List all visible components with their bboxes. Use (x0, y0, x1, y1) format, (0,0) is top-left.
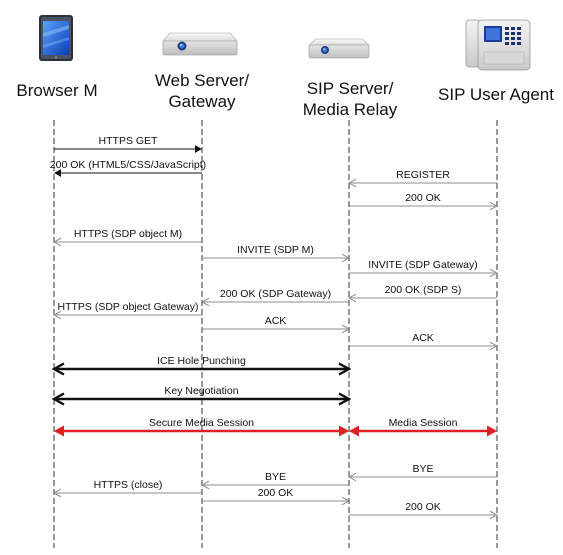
message-arrow: Secure Media Session (54, 417, 349, 437)
message-label: INVITE (SDP M) (237, 244, 314, 256)
arrowhead (347, 178, 357, 188)
arrowhead (200, 480, 210, 490)
message-label: BYE (412, 463, 433, 475)
message-arrow: Media Session (349, 417, 497, 437)
arrowhead (347, 472, 357, 482)
message-arrow: 200 OK (349, 501, 499, 520)
message-arrow: HTTPS (SDP object Gateway) (52, 301, 202, 320)
arrowhead (200, 297, 210, 307)
server-box-icon (162, 32, 238, 56)
message-label: BYE (265, 471, 286, 483)
arrowhead (54, 169, 61, 177)
message-label: 200 OK (405, 192, 441, 204)
arrowhead (341, 324, 351, 334)
message-arrow: 200 OK (202, 487, 351, 506)
message-arrow: BYE (347, 463, 497, 482)
message-arrow: HTTPS (close) (52, 479, 202, 498)
message-arrow: ICE Hole Punching (51, 355, 352, 376)
arrowhead (52, 237, 62, 247)
arrowhead (349, 425, 359, 437)
arrowhead (487, 425, 497, 437)
participant-label-sip-user-agent: SIP User Agent (438, 85, 554, 104)
message-label: HTTPS (close) (94, 479, 163, 491)
message-arrow: 200 OK (SDP S) (347, 284, 497, 303)
message-label: HTTPS (SDP object M) (74, 228, 182, 240)
arrowhead (489, 268, 499, 278)
message-label: 200 OK (405, 501, 441, 513)
arrowhead (489, 341, 499, 351)
message-arrow: INVITE (SDP Gateway) (349, 259, 499, 278)
arrowhead (489, 201, 499, 211)
arrowhead (341, 496, 351, 506)
message-label: 200 OK (HTML5/CSS/JavaScript) (50, 159, 206, 171)
message-label: Key Negotiation (164, 385, 238, 397)
message-arrow: 200 OK (SDP Gateway) (200, 288, 349, 307)
message-label: 200 OK (SDP S) (385, 284, 462, 296)
arrowhead (54, 425, 64, 437)
message-arrow: REGISTER (347, 169, 497, 188)
message-label: ACK (265, 315, 287, 327)
arrowhead (338, 362, 352, 376)
participant-label-sip-server: SIP Server/ Media Relay (302, 79, 398, 119)
arrowhead (52, 310, 62, 320)
message-arrow: Key Negotiation (51, 385, 352, 406)
arrowhead (339, 425, 349, 437)
message-arrow: INVITE (SDP M) (202, 244, 351, 263)
tablet-icon (39, 15, 73, 61)
message-label: HTTPS GET (99, 135, 159, 147)
desk-phone-icon (465, 19, 531, 71)
message-arrow: 200 OK (HTML5/CSS/JavaScript) (50, 159, 206, 177)
message-label: 200 OK (258, 487, 294, 499)
arrowhead (489, 510, 499, 520)
message-label: 200 OK (SDP Gateway) (220, 288, 331, 300)
arrowhead (52, 488, 62, 498)
arrowhead (51, 362, 65, 376)
server-box-icon (307, 38, 371, 59)
message-label: INVITE (SDP Gateway) (368, 259, 478, 271)
message-label: ICE Hole Punching (157, 355, 246, 367)
arrowhead (195, 145, 202, 153)
message-arrow: 200 OK (349, 192, 499, 211)
arrowhead (51, 392, 65, 406)
arrowhead (347, 293, 357, 303)
message-label: HTTPS (SDP object Gateway) (57, 301, 198, 313)
message-arrow: HTTPS (SDP object M) (52, 228, 202, 247)
message-label: ACK (412, 332, 434, 344)
message-arrow: ACK (349, 332, 499, 351)
arrowhead (341, 253, 351, 263)
message-label: REGISTER (396, 169, 450, 181)
arrowhead (338, 392, 352, 406)
message-label: Media Session (389, 417, 458, 429)
message-arrow: BYE (200, 471, 349, 490)
message-label: Secure Media Session (149, 417, 254, 429)
message-arrow: HTTPS GET (54, 135, 202, 153)
participant-label-web-server: Web Server/ Gateway (154, 71, 250, 111)
message-arrow: ACK (202, 315, 351, 334)
participant-label-browser: Browser M (16, 81, 98, 100)
